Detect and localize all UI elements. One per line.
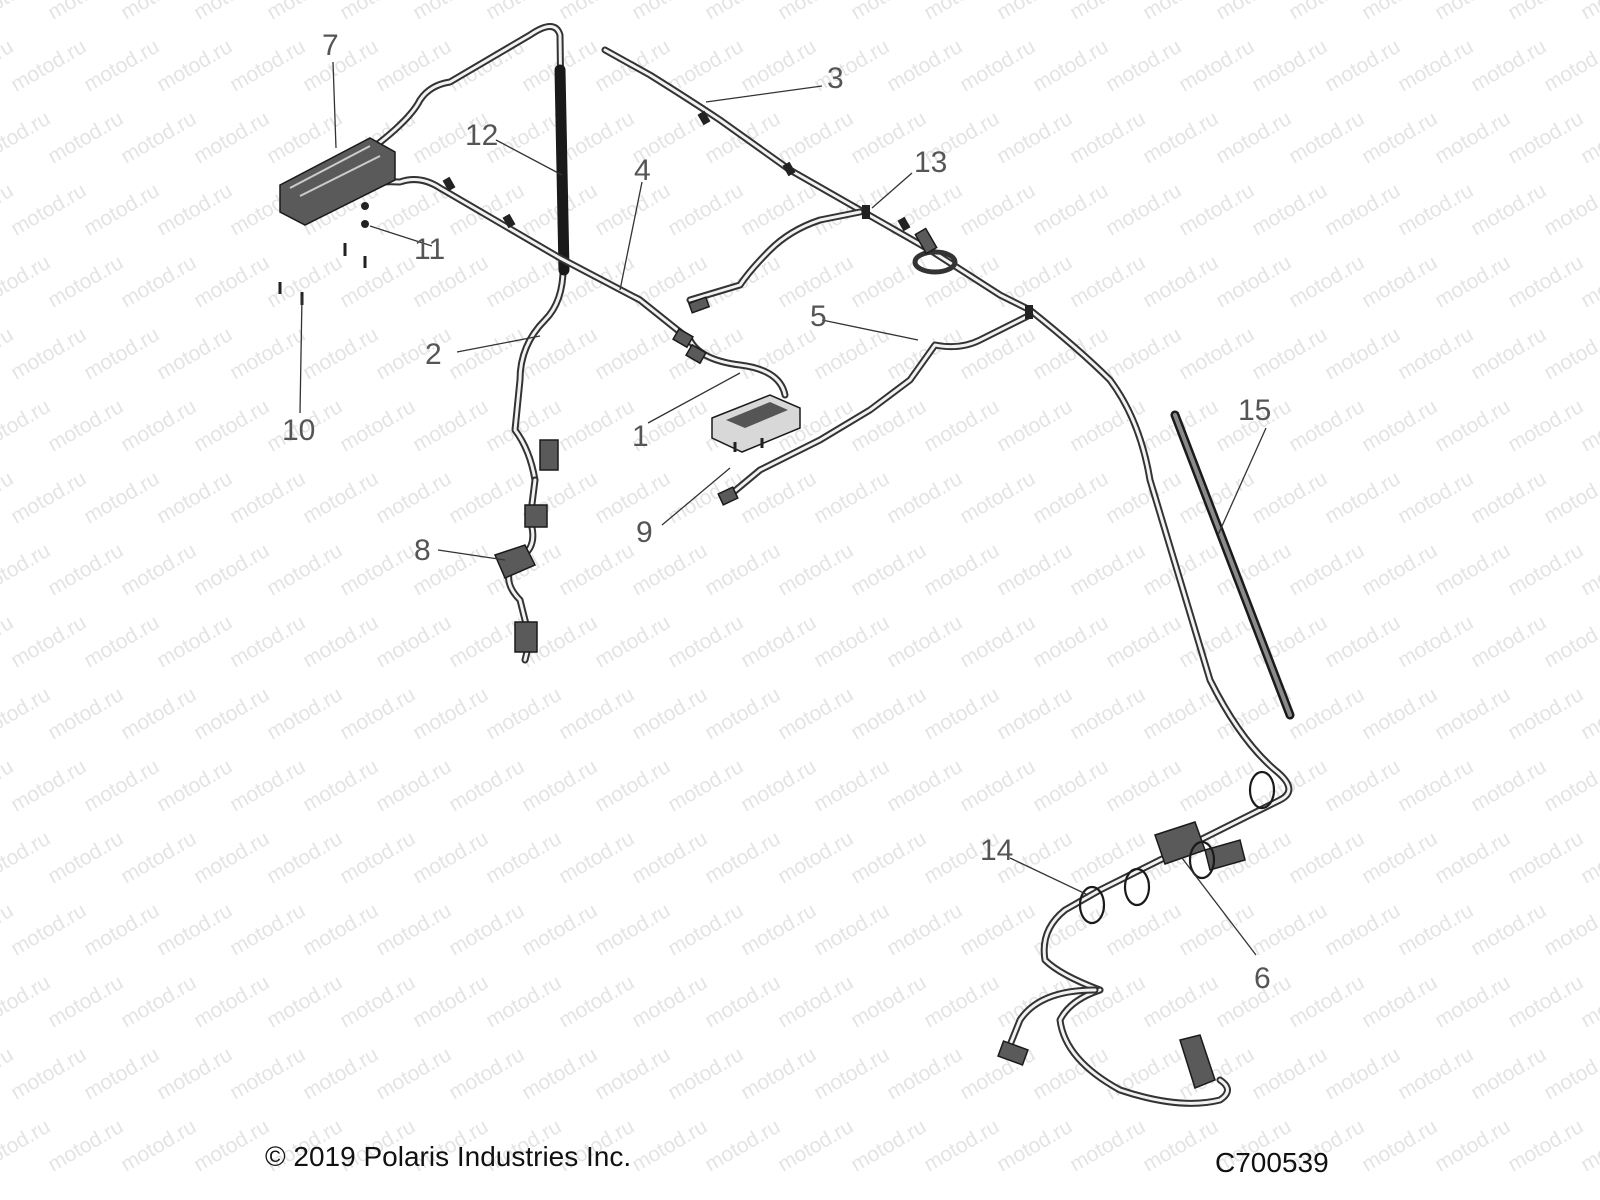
callout-9: 9 bbox=[636, 516, 653, 549]
callout-1: 1 bbox=[632, 420, 649, 453]
leader-lines bbox=[299, 61, 1267, 956]
callout-14: 14 bbox=[980, 834, 1013, 867]
callout-8: 8 bbox=[414, 534, 431, 567]
diagram-code: C700539 bbox=[1215, 1147, 1329, 1178]
callout-10: 10 bbox=[282, 414, 315, 447]
callout-3: 3 bbox=[827, 62, 844, 95]
callout-labels: 7 12 3 4 13 11 5 2 15 10 1 9 8 14 6 bbox=[282, 29, 1271, 995]
callout-11: 11 bbox=[414, 233, 445, 266]
callout-15: 15 bbox=[1238, 394, 1271, 427]
copyright-text: © 2019 Polaris Industries Inc. bbox=[265, 1141, 631, 1172]
callout-4: 4 bbox=[634, 154, 651, 187]
callout-13: 13 bbox=[914, 146, 947, 179]
callout-5: 5 bbox=[810, 300, 827, 333]
callout-12: 12 bbox=[465, 119, 498, 152]
component-shapes bbox=[278, 110, 1276, 1089]
callout-6: 6 bbox=[1254, 962, 1271, 995]
callout-2: 2 bbox=[425, 338, 442, 371]
callout-7: 7 bbox=[322, 29, 339, 62]
